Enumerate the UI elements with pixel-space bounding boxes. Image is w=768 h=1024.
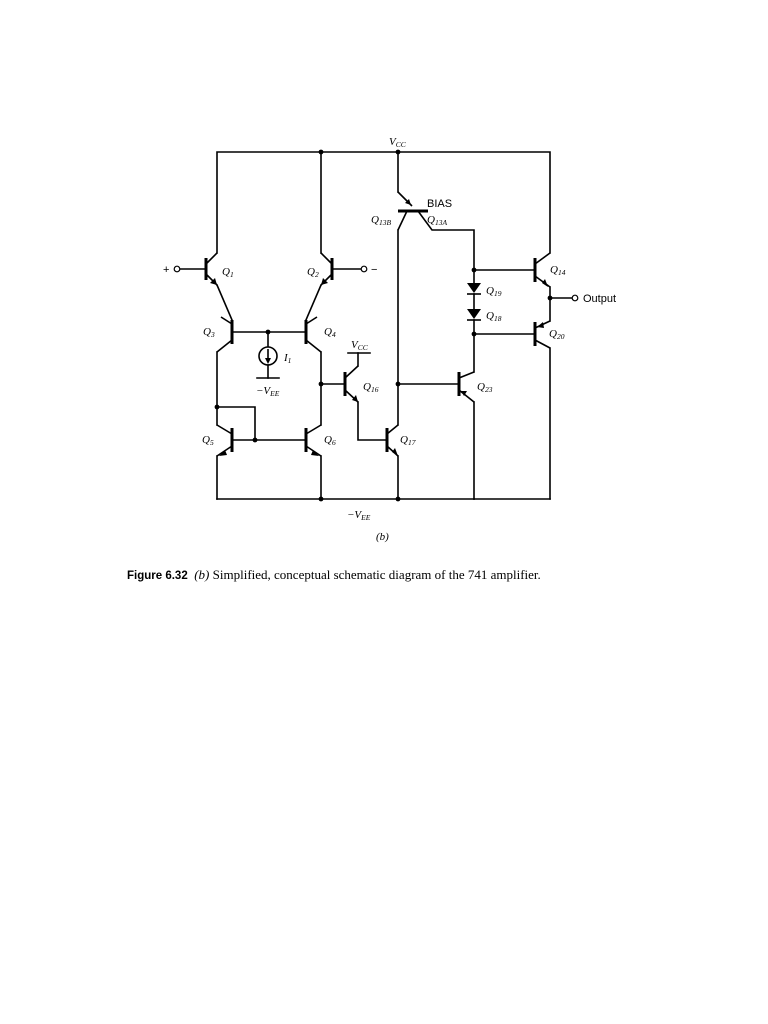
q4-label: Q4: [324, 326, 336, 339]
vcc-rail: [216, 149, 551, 254]
transistor-q4: [304, 316, 324, 426]
q13b-label: Q13B: [371, 214, 391, 227]
transistor-q2: [304, 252, 368, 322]
q13a-label: Q13A: [427, 214, 447, 227]
transistor-q16: [320, 352, 388, 441]
transistor-q20: [473, 320, 551, 500]
i1-label: I1: [283, 352, 291, 365]
labels: VCC BIAS Q13B Q13A + − Q1 Q2 Q3 Q4 Q5 Q6…: [163, 136, 616, 543]
vee-small-label: −VEE: [256, 385, 280, 398]
transistor-q5: [214, 404, 307, 500]
q16-label: Q16: [363, 381, 379, 394]
vee-bottom-label: −VEE: [347, 509, 371, 522]
bias-label: BIAS: [427, 198, 452, 210]
vee-rail: [216, 496, 475, 502]
vcc-q16-label: VCC: [351, 339, 369, 352]
transistor-q6: [304, 424, 322, 500]
vcc-label: VCC: [389, 136, 407, 149]
q3-label: Q3: [203, 326, 215, 339]
transistor-q1: [173, 252, 234, 322]
q14-label: Q14: [550, 264, 566, 277]
q18-label: Q18: [486, 310, 502, 323]
panel-label: (b): [376, 531, 389, 543]
diode-q19: [467, 267, 481, 295]
q19-label: Q19: [486, 285, 502, 298]
caption-panel: (b): [194, 567, 210, 582]
output-label: Output: [583, 293, 616, 305]
q23-label: Q23: [477, 381, 493, 394]
minus-input-label: −: [371, 264, 377, 276]
current-source-i1: [256, 331, 280, 379]
caption-text: Simplified, conceptual schematic diagram…: [212, 567, 541, 582]
diode-q18: [467, 293, 481, 373]
transistor-q3: [216, 316, 307, 426]
figure-number: Figure 6.32: [127, 570, 188, 582]
q5-label: Q5: [202, 434, 214, 447]
transistor-q14: [473, 252, 551, 322]
transistor-q17: [385, 229, 401, 500]
transistor-q13: [397, 151, 475, 270]
plus-input-label: +: [163, 264, 169, 276]
q20-label: Q20: [549, 328, 565, 341]
q6-label: Q6: [324, 434, 336, 447]
q2-label: Q2: [307, 266, 319, 279]
output-node: [547, 294, 579, 302]
figure-caption: Figure 6.32 (b) Simplified, conceptual s…: [127, 567, 687, 583]
q17-label: Q17: [400, 434, 416, 447]
q1-label: Q1: [222, 266, 234, 279]
transistor-q23: [397, 371, 475, 500]
